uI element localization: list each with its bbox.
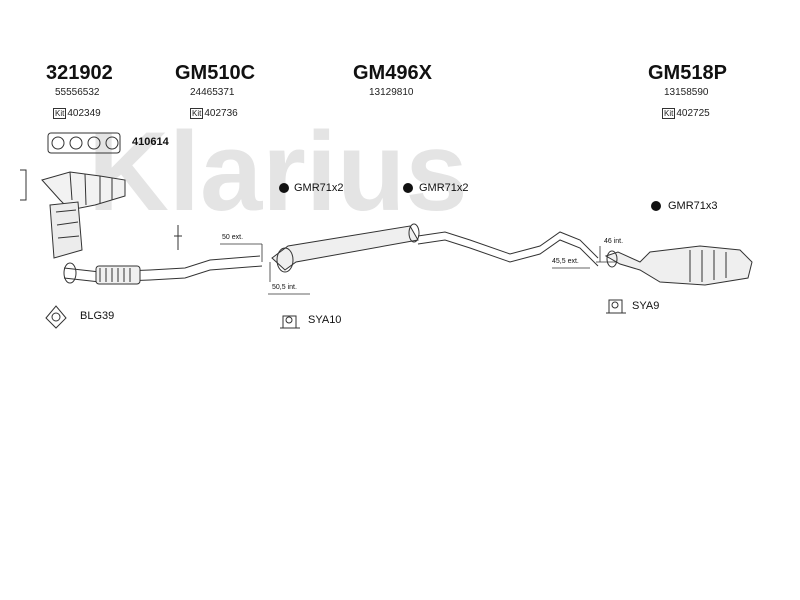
kit-reference[interactable]: Kit 402349 [53, 108, 101, 119]
oem-number: 13129810 [369, 87, 414, 98]
front-pipe-icon[interactable] [63, 225, 263, 285]
oem-number: 55556532 [55, 87, 100, 98]
dimension-label: 45,5 ext. [552, 258, 579, 265]
kit-number: 402725 [676, 108, 710, 119]
accessory-label-blg39[interactable]: BLG39 [80, 310, 115, 322]
oem-number: 24465371 [190, 87, 235, 98]
mounting-label[interactable]: GMR71x3 [668, 200, 718, 212]
mounting-label[interactable]: GMR71x2 [419, 182, 469, 194]
middle-silencer-icon[interactable] [271, 223, 599, 273]
dimension-label: 46 int. [604, 238, 624, 245]
oem-number: 13158590 [664, 87, 709, 98]
catalytic-converter-icon[interactable] [20, 169, 126, 259]
kit-reference[interactable]: Kit 402736 [190, 108, 238, 119]
gasket-blg39-icon[interactable] [45, 305, 67, 329]
kit-tag: Kit [53, 108, 67, 119]
kit-number: 402349 [67, 108, 101, 119]
rear-silencer-icon[interactable] [604, 245, 753, 286]
rubber-mount-icon[interactable] [279, 183, 289, 193]
kit-number: 402736 [204, 108, 238, 119]
dimension-label: 50,5 int. [272, 284, 297, 291]
mounting-label[interactable]: GMR71x2 [294, 182, 344, 194]
part-number-gm496x[interactable]: GM496X [353, 62, 432, 84]
dimension-label: 50 ext. [222, 234, 244, 241]
accessory-label-sya10[interactable]: SYA10 [308, 314, 342, 326]
part-number-gm518p[interactable]: GM518P [648, 62, 727, 84]
kit-reference[interactable]: Kit 402725 [662, 108, 710, 119]
gasket-part-label[interactable]: 410614 [132, 136, 169, 148]
accessory-label-sya9[interactable]: SYA9 [632, 300, 660, 312]
kit-tag: Kit [662, 108, 676, 119]
manifold-gasket-icon[interactable] [47, 132, 121, 154]
watermark-text: Klarius [88, 109, 468, 234]
part-number-gm510c[interactable]: GM510C [175, 62, 256, 84]
rubber-mount-icon[interactable] [651, 201, 661, 211]
clamp-sya10-icon[interactable] [280, 315, 300, 329]
part-number-321902[interactable]: 321902 [46, 62, 113, 84]
rubber-mount-icon[interactable] [403, 183, 413, 193]
kit-tag: Kit [190, 108, 204, 119]
clamp-sya9-icon[interactable] [606, 299, 626, 314]
